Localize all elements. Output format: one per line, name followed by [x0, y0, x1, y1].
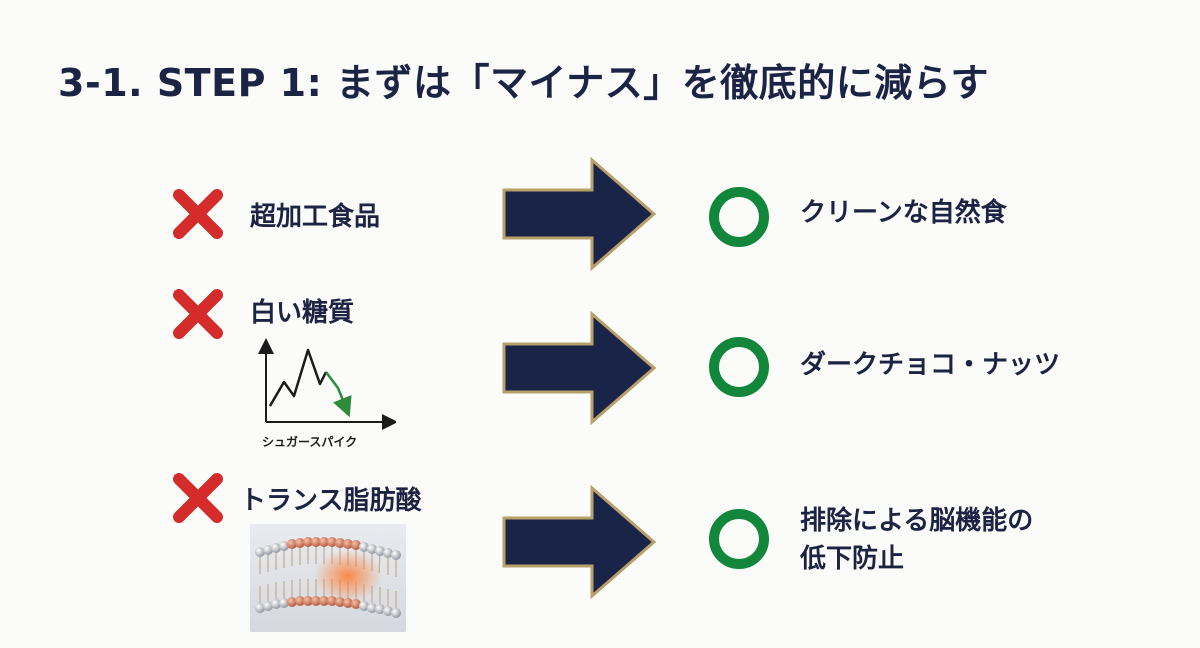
bad-item-label-1: 超加工食品	[250, 202, 381, 232]
circle-mark-icon	[709, 187, 769, 247]
good-item-label-1-line1: クリーンな自然食	[800, 198, 1007, 228]
good-item-label-3-line2: 低下防止	[800, 544, 905, 574]
cross-mark-icon	[173, 189, 223, 239]
cell-membrane-image	[250, 524, 406, 632]
bad-item-label-2: 白い糖質	[250, 298, 355, 328]
circle-mark-icon	[709, 337, 769, 397]
sugar-spike-chart-icon: シュガースパイク	[258, 338, 396, 449]
good-item-label-1: クリーンな自然食	[800, 194, 1007, 232]
good-item-label-2: ダークチョコ・ナッツ	[800, 346, 1060, 384]
cross-mark-icon	[173, 289, 223, 339]
good-item-label-3-line1: 排除による脳機能の	[800, 506, 1034, 536]
spike-line	[268, 348, 328, 407]
spike-caption: シュガースパイク	[262, 434, 357, 449]
circle-mark-icon	[709, 509, 769, 569]
cross-mark-icon	[173, 473, 223, 523]
page-title: 3-1. STEP 1: まずは「マイナス」を徹底的に減らす	[58, 61, 989, 105]
spike-drop-line	[325, 371, 352, 418]
right-arrow-icon	[502, 310, 657, 426]
right-arrow-icon	[502, 484, 657, 600]
good-item-label-3: 排除による脳機能の 低下防止	[800, 502, 1033, 578]
bad-item-label-3: トランス脂肪酸	[240, 486, 422, 516]
right-arrow-icon	[502, 156, 657, 272]
good-item-label-2-line1: ダークチョコ・ナッツ	[800, 350, 1061, 380]
